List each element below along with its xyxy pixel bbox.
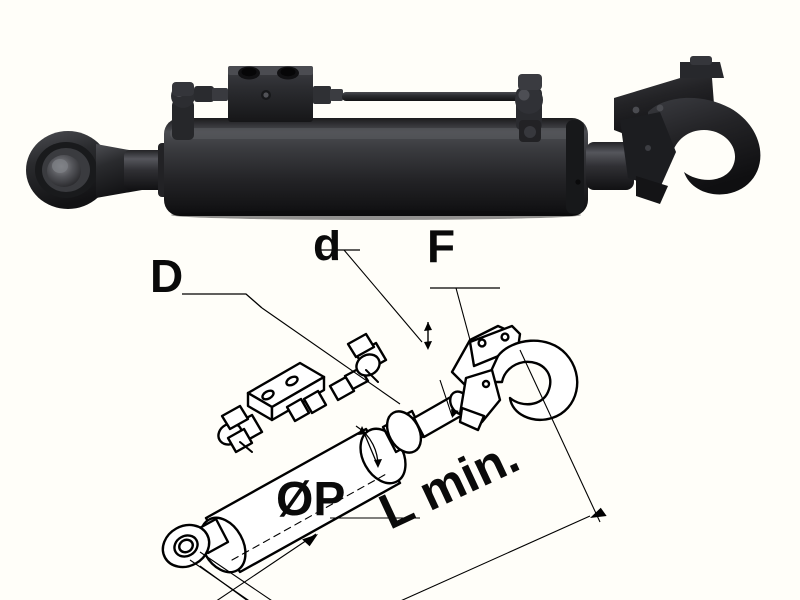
- dimension-label-F: F: [427, 230, 455, 272]
- dim-Lmin-ext: [519, 349, 601, 523]
- cylinder-barrel: [164, 118, 588, 220]
- product-photo: [0, 0, 800, 240]
- dim-OP-ext2: [199, 551, 272, 600]
- leader-D: [182, 293, 263, 309]
- elbow-fitting-left: [171, 82, 228, 140]
- valve-block: [228, 66, 343, 122]
- dimension-arrowheads: [302, 322, 607, 547]
- dimension-label-diameter-P: ØP: [276, 473, 345, 526]
- quick-hitch-claw-hook: [614, 56, 761, 204]
- drawing-geometry: [161, 324, 579, 574]
- dim-Lmin-line: [401, 515, 591, 600]
- rod-stub-right: [586, 142, 634, 190]
- dimension-lines: [182, 249, 601, 600]
- dimension-label-d: d: [313, 230, 341, 270]
- elbow-fitting-right: [515, 74, 543, 142]
- hydraulic-line: [342, 92, 520, 101]
- technical-drawing: D d F ØP L min.: [0, 230, 800, 600]
- dimension-label-D: D: [150, 250, 183, 302]
- dim-OP-line: [216, 533, 317, 600]
